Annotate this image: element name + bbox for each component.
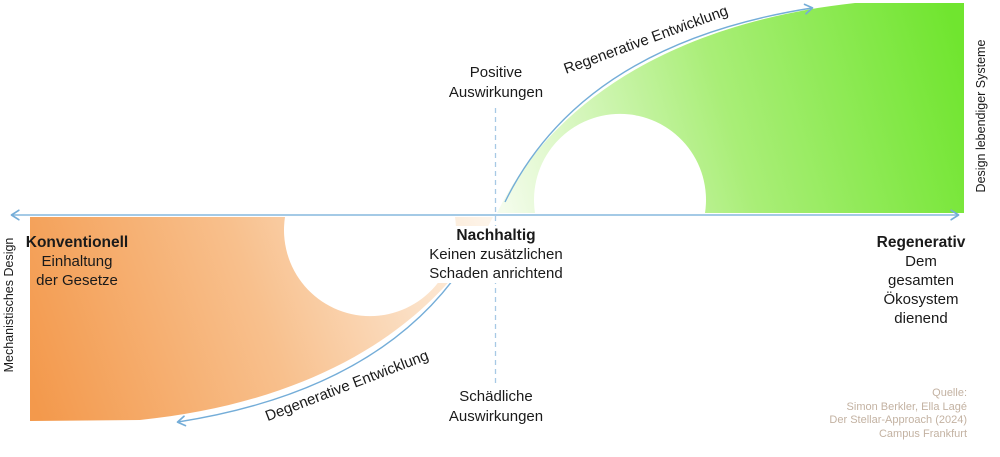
source-line2: Der Stellar-Approach (2024) <box>829 414 967 426</box>
positive-impact-line1: Positive <box>469 64 523 81</box>
degenerative-wing-shape <box>30 217 493 421</box>
source-attribution: Quelle: Simon Berkler, Ella Lagé Der Ste… <box>829 387 967 441</box>
regenerative-arrow-curve <box>504 3 814 203</box>
regenerative-label-block: Regenerativ Dem gesamten Ökosystem diene… <box>877 233 966 328</box>
sustainable-title: Nachhaltig <box>456 227 536 244</box>
source-line3: Campus Frankfurt <box>878 427 967 440</box>
living-systems-design-axis-label: Design lebendiger Systeme <box>974 39 988 193</box>
harmful-impact-label: Schädliche Auswirkungen <box>449 387 543 427</box>
sustainable-line2: Schaden anrichtend <box>429 265 563 282</box>
positive-impact-line2: Auswirkungen <box>448 84 544 101</box>
source-line1: Simon Berkler, Ella Lagé <box>846 400 967 413</box>
sustainable-line1: Keinen zusätzlichen <box>429 246 563 263</box>
sustainable-label-block: Nachhaltig Keinen zusätzlichen Schaden a… <box>425 226 567 283</box>
harmful-impact-line2: Auswirkungen <box>448 408 544 425</box>
regenerative-line1: Dem gesamten <box>888 253 954 289</box>
conventional-line1: Einhaltung <box>41 253 113 270</box>
regenerative-line2: Ökosystem dienend <box>883 291 959 327</box>
source-heading: Quelle: <box>932 387 967 399</box>
conventional-label-block: Konventionell Einhaltung der Gesetze <box>26 233 128 290</box>
positive-impact-label: Positive Auswirkungen <box>449 63 543 103</box>
mechanistic-design-axis-label: Mechanistisches Design <box>2 237 16 373</box>
regenerative-wing-shape <box>497 3 964 213</box>
regenerative-title: Regenerativ <box>876 234 966 251</box>
conventional-line2: der Gesetze <box>36 272 118 289</box>
harmful-impact-line1: Schädliche <box>459 388 533 405</box>
conventional-title: Konventionell <box>25 234 129 251</box>
